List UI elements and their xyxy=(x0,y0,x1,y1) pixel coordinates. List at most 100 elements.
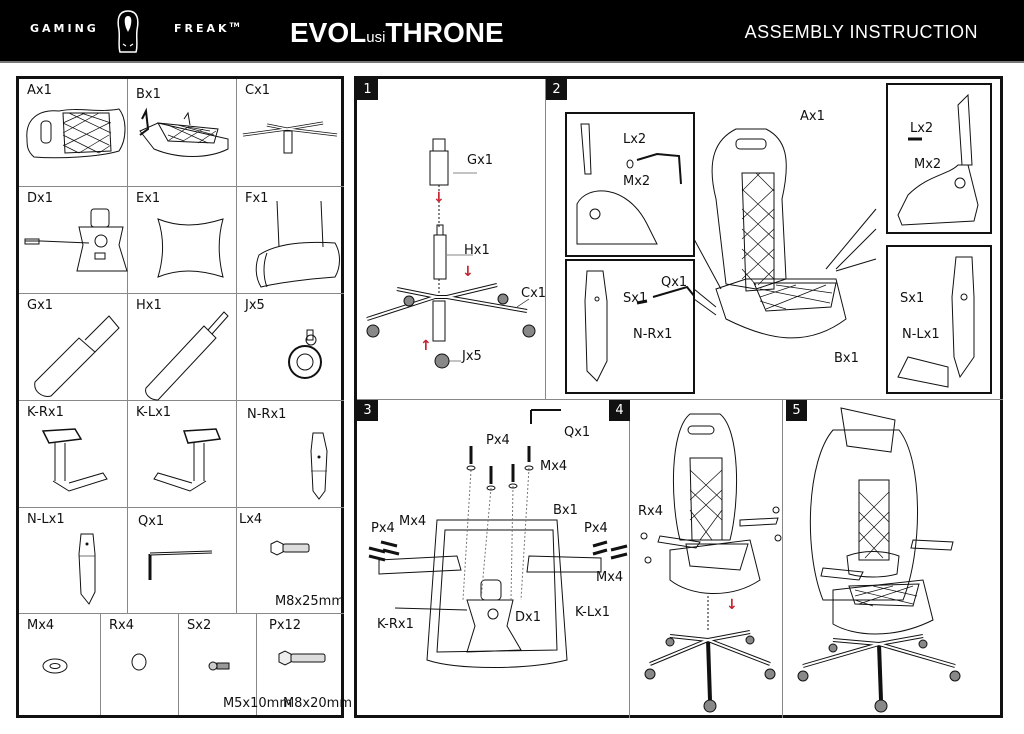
part-label: Rx4 xyxy=(109,618,134,633)
part-cell: Mx4 xyxy=(19,614,101,715)
step-number: 2 xyxy=(546,79,567,100)
inset-diagram xyxy=(897,93,979,226)
part-label: Jx5 xyxy=(245,298,265,313)
product-name: EVOLusiTHRONE xyxy=(290,17,504,48)
callout-label: Mx2 xyxy=(914,157,942,172)
brand-gaming: GAMING xyxy=(30,22,99,35)
washer-icon xyxy=(42,658,68,674)
gas-lift-icon xyxy=(145,311,229,401)
part-cell: Ex1 xyxy=(128,187,237,294)
part-label: N-Lx1 xyxy=(27,512,65,527)
callout-label: Px4 xyxy=(371,521,395,536)
part-cell: Hx1 xyxy=(128,294,237,401)
part-cell: Ax1 xyxy=(19,79,128,187)
callout-label: Sx1 xyxy=(623,291,648,306)
callout-label: Mx2 xyxy=(623,174,651,189)
callout-label: Mx4 xyxy=(596,570,624,585)
part-cell: Qx1 xyxy=(128,508,237,614)
step-1: 1 ↓ ↓ ↑ Gx1 Hx1 Cx1 Jx5 xyxy=(357,79,546,400)
part-label: Lx4 xyxy=(239,512,263,527)
step-2: 2 Lx2 Mx2 xyxy=(546,79,1003,400)
header-banner: GAMING FREAKTM EVOLusiTHRONE ASSEMBLY IN… xyxy=(0,0,1024,63)
callout-label: Mx4 xyxy=(399,514,427,529)
parts-list: Ax1 Bx1 Cx1 Dx1 xyxy=(16,76,352,718)
step-3-diagram xyxy=(368,409,628,668)
callout-label: Gx1 xyxy=(467,153,494,168)
part-label: Qx1 xyxy=(138,514,165,529)
step-number: 1 xyxy=(357,79,378,100)
part-label: Hx1 xyxy=(136,298,162,313)
part-cell: Gx1 xyxy=(19,294,128,401)
mechanism-icon xyxy=(24,208,128,272)
step-5-diagram xyxy=(797,407,961,713)
part-spec: M5x10mm xyxy=(222,696,292,711)
callout-label: Px4 xyxy=(584,521,608,536)
part-label: Cx1 xyxy=(245,83,271,98)
callout-label: Rx4 xyxy=(638,504,663,519)
part-cell: Bx1 xyxy=(128,79,237,187)
part-label: Px12 xyxy=(269,618,302,633)
step-4: 4 ↓ Rx4 xyxy=(609,400,783,718)
step-number: 3 xyxy=(357,400,378,421)
right-side-cover-icon xyxy=(310,432,328,500)
part-label: Fx1 xyxy=(245,191,269,206)
lumbar-pillow-icon xyxy=(255,200,340,288)
bolt-m8x20-icon xyxy=(278,650,326,666)
alien-logo-icon xyxy=(117,10,139,53)
callout-label: Lx2 xyxy=(910,121,934,136)
left-side-cover-icon xyxy=(78,533,96,605)
callout-label: Ax1 xyxy=(800,109,825,124)
callout-label: Jx5 xyxy=(462,349,482,364)
callout-label: Cx1 xyxy=(521,286,547,301)
up-arrow-icon: ↑ xyxy=(420,338,432,354)
left-armrest-icon xyxy=(153,428,222,492)
callout-label: N-Lx1 xyxy=(902,327,940,342)
callout-label: Sx1 xyxy=(900,291,925,306)
callout-label: Bx1 xyxy=(834,351,859,366)
callout-label: Qx1 xyxy=(661,275,688,290)
inset-bottom-left: Sx1 Qx1 N-Rx1 xyxy=(565,259,695,394)
down-arrow-icon: ↓ xyxy=(462,264,474,280)
step-number: 5 xyxy=(786,400,807,421)
gas-lift-cover-icon xyxy=(34,315,120,397)
down-arrow-icon: ↓ xyxy=(726,597,738,613)
callout-label: Dx1 xyxy=(515,610,541,625)
inset-top-right: Lx2 Mx2 xyxy=(886,83,992,234)
cap-icon xyxy=(131,653,147,671)
part-spec: M8x25mm xyxy=(274,594,344,609)
part-cell: Dx1 xyxy=(19,187,128,294)
part-label: Sx2 xyxy=(187,618,212,633)
part-cell: Sx2 M5x10mm xyxy=(179,614,292,715)
callout-label: K-Rx1 xyxy=(377,617,414,632)
caster-icon xyxy=(288,329,322,379)
part-spec: M8x20mm xyxy=(282,696,352,711)
part-label: Gx1 xyxy=(27,298,54,313)
step-1-diagram xyxy=(366,138,536,369)
brand-freak: FREAKTM xyxy=(174,22,240,35)
callout-label: Lx2 xyxy=(623,132,647,147)
part-cell: Lx4 M8x25mm xyxy=(237,508,344,614)
callout-label: K-Lx1 xyxy=(575,605,611,620)
callout-label: Hx1 xyxy=(464,243,490,258)
inset-top-left: Lx2 Mx2 xyxy=(565,112,695,257)
step-2-diagram xyxy=(693,128,877,339)
step-4-diagram xyxy=(640,413,782,713)
part-label: K-Rx1 xyxy=(27,405,64,420)
callout-label: N-Rx1 xyxy=(633,327,673,342)
bolt-m8x25-icon xyxy=(270,540,310,556)
callout-label: Qx1 xyxy=(564,425,591,440)
part-label: Dx1 xyxy=(27,191,53,206)
part-cell: K-Lx1 xyxy=(128,401,237,508)
step-5: 5 xyxy=(783,400,1003,718)
part-cell: K-Rx1 xyxy=(19,401,128,508)
assembly-steps: 1 ↓ ↓ ↑ Gx1 Hx1 Cx1 Jx5 2 xyxy=(354,76,1003,718)
base-icon xyxy=(242,121,338,154)
part-cell: Fx1 xyxy=(237,187,344,294)
allen-key-icon xyxy=(148,550,213,580)
inset-diagram xyxy=(584,270,693,382)
step-3: 3 Qx1 Px4 Mx4 Bx1 Px4 Mx4 Px4 Mx4 K xyxy=(357,400,630,718)
part-label: Bx1 xyxy=(136,87,161,102)
part-label: Mx4 xyxy=(27,618,55,633)
inset-diagram xyxy=(576,123,682,245)
backrest-icon xyxy=(26,108,126,159)
